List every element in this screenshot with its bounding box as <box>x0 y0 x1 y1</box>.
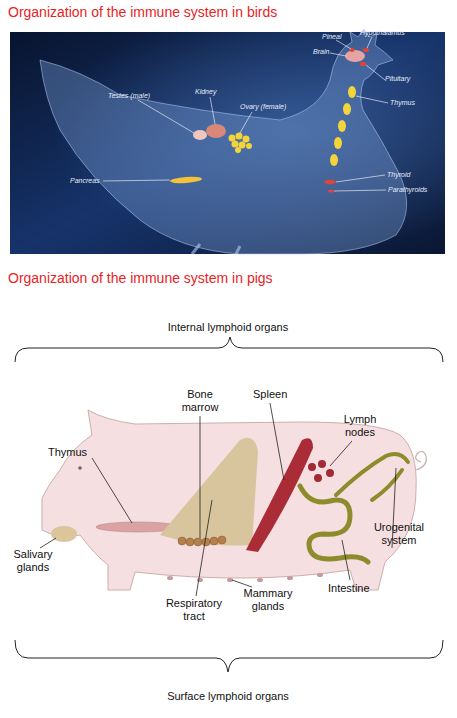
urogenital-organ <box>336 454 408 500</box>
vertebra <box>178 537 186 545</box>
leader-lines <box>40 403 396 596</box>
thyroid-organ <box>324 180 336 184</box>
organ-label: Respiratory tract <box>158 597 230 622</box>
organ-label: Salivary glands <box>6 548 60 573</box>
organ-label: Hypothalamus <box>360 29 405 37</box>
organ-label: Kidney <box>195 88 216 96</box>
mammary-gland <box>167 576 173 580</box>
leader-line <box>366 65 385 80</box>
organ-label: Testes (male) <box>108 92 150 100</box>
organ-label: Thymus <box>48 446 87 459</box>
vertebra <box>210 537 218 545</box>
leader-line <box>196 500 212 596</box>
organ-label: Parathyroids <box>388 186 427 194</box>
thymus-lobe <box>338 120 346 132</box>
lymph-node <box>318 460 326 468</box>
ovary-follicle <box>232 141 239 148</box>
curly-bracket <box>15 640 443 672</box>
brain-organ <box>345 50 365 62</box>
leader-line <box>330 53 346 56</box>
organ-label: Urogenital system <box>366 521 432 546</box>
ovary-follicle <box>246 143 252 149</box>
group-label: Internal lymphoid organs <box>128 321 328 334</box>
organ-label: Bone marrow <box>172 388 228 413</box>
pig-eye <box>78 466 82 470</box>
leader-line <box>210 97 215 124</box>
ovary-organ <box>229 133 253 154</box>
kidney-organ <box>206 124 226 138</box>
chicken-legs <box>192 244 240 254</box>
leader-line <box>138 100 194 133</box>
pig-body <box>42 410 416 590</box>
mammary-gland <box>287 576 293 580</box>
leader-line <box>92 458 132 523</box>
salivary-gland <box>51 526 77 542</box>
leader-line <box>240 112 252 133</box>
leader-line <box>330 441 352 466</box>
organ-label: Mammary glands <box>238 587 298 612</box>
ovary-follicle <box>235 147 241 153</box>
curly-bracket <box>15 337 443 362</box>
intestine-organ <box>300 486 368 562</box>
leader-line <box>270 403 284 480</box>
lymph-node <box>308 463 316 471</box>
organ-label: Thyroid <box>387 171 410 179</box>
lymph-node <box>314 474 322 482</box>
mammary-gland <box>257 578 263 582</box>
leader-lines <box>103 37 388 191</box>
lymph-node <box>326 469 334 477</box>
vertebra <box>194 538 202 546</box>
thymus-lobe <box>348 86 356 98</box>
organ-label: Lymph nodes <box>338 413 382 438</box>
pituitary-organ <box>360 62 366 66</box>
thymus-lobe <box>334 137 342 149</box>
panel-title: Organization of the immune system in pig… <box>8 270 273 286</box>
vertebra <box>218 536 226 544</box>
leader-line <box>232 580 252 587</box>
chicken-silhouette <box>40 29 407 254</box>
ovary-follicle <box>243 136 250 143</box>
group-label: Surface lymphoid organs <box>128 690 328 703</box>
thymus-lobe <box>343 103 351 115</box>
leader-line <box>40 538 56 548</box>
leader-line <box>336 40 351 49</box>
leader-line <box>103 180 170 181</box>
pig-tail <box>416 451 427 470</box>
vertebra <box>202 538 210 546</box>
thymus-lobe <box>330 154 338 166</box>
organ-label: Thymus <box>390 99 415 107</box>
mammary-gland <box>317 573 323 577</box>
organ-label: Pineal <box>322 33 341 41</box>
organ-label: Intestine <box>328 582 370 595</box>
leader-line <box>342 540 350 580</box>
organ-label: Pancreas <box>70 177 100 185</box>
leader-line <box>334 190 386 191</box>
organ-label: Ovary (female) <box>240 103 286 111</box>
ovary-follicle <box>229 135 236 142</box>
pancreas-organ <box>170 176 202 184</box>
organ-label: Brain <box>313 48 329 56</box>
panel-title: Organization of the immune system in bir… <box>8 4 277 20</box>
hypothalamus-organ <box>363 48 369 52</box>
parathyroid-organ <box>328 189 334 192</box>
leader-line <box>367 37 372 48</box>
leader-line <box>356 96 388 103</box>
leader-line <box>200 416 201 538</box>
bone-marrow-organ <box>178 536 226 546</box>
ovary-follicle <box>236 133 243 140</box>
lymph-node-group <box>308 460 334 482</box>
lung-organ <box>160 438 258 546</box>
leader-line <box>336 175 385 182</box>
organ-label: Pituitary <box>385 75 410 83</box>
organ-label: Spleen <box>253 388 287 401</box>
vertebra <box>186 538 194 546</box>
mammary-gland-group <box>167 573 323 582</box>
mammary-gland <box>197 578 203 582</box>
testes-organ <box>193 130 207 140</box>
